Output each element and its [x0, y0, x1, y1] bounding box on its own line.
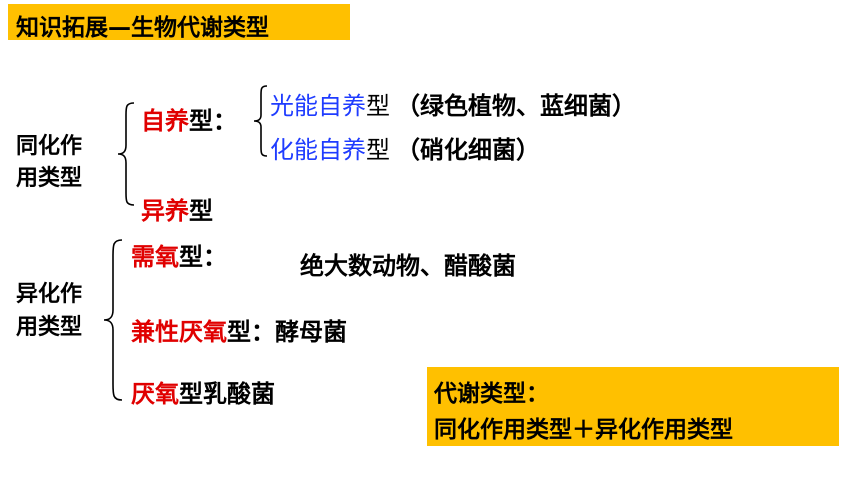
photoautotroph-examples: （绿色植物、蓝细菌） — [396, 92, 636, 120]
anaerobic-rest: 型 — [179, 380, 203, 408]
photoautotroph-colored: 光能自养 — [270, 92, 366, 120]
aerobic-examples: 绝大数动物、醋酸菌 — [300, 252, 516, 280]
anaerobic-red: 厌氧 — [131, 380, 179, 408]
summary-box — [427, 367, 839, 446]
dissimilation-label-line2: 用类型 — [16, 315, 83, 340]
dissimilation-label-line1: 异化作 — [16, 282, 83, 307]
anaerobic-type: 厌氧型乳酸菌 — [131, 374, 275, 409]
autotroph-brace — [253, 85, 268, 157]
facultative-red: 兼性厌氧 — [131, 318, 227, 346]
facultative-examples: 酵母菌 — [275, 318, 347, 346]
photoautotroph-type: 型 — [366, 92, 390, 120]
autotroph-rest: 型： — [189, 107, 237, 135]
anaerobic-examples: 乳酸菌 — [203, 380, 275, 408]
title-banner — [8, 4, 350, 40]
aerobic-rest: 型： — [179, 243, 227, 271]
dissimilation-brace — [103, 239, 123, 401]
aerobic-type: 需氧型： — [131, 237, 227, 272]
summary-line1: 代谢类型： — [434, 381, 549, 407]
chemoautotroph-colored: 化能自养 — [270, 136, 366, 164]
autotroph-red: 自养 — [141, 107, 189, 135]
assimilation-label-line2: 用类型 — [16, 166, 83, 191]
heterotroph-red: 异养 — [141, 197, 189, 225]
heterotroph-type: 异养型 — [141, 191, 213, 226]
aerobic-red: 需氧 — [131, 243, 179, 271]
chemoautotroph-type: 型 — [366, 136, 390, 164]
autotroph-type: 自养型： — [141, 101, 237, 136]
chemoautotroph-row: 化能自养型（硝化细菌） — [270, 130, 540, 165]
assimilation-brace — [117, 102, 135, 206]
facultative-rest: 型： — [227, 318, 275, 346]
photoautotroph-row: 光能自养型（绿色植物、蓝细菌） — [270, 86, 636, 121]
assimilation-label-line1: 同化作 — [16, 134, 83, 159]
page-title: 知识拓展—生物代谢类型 — [16, 15, 269, 41]
summary-line2: 同化作用类型＋异化作用类型 — [434, 417, 733, 443]
facultative-type: 兼性厌氧型：酵母菌 — [131, 312, 347, 347]
heterotroph-rest: 型 — [189, 197, 213, 225]
chemoautotroph-examples: （硝化细菌） — [396, 136, 540, 164]
